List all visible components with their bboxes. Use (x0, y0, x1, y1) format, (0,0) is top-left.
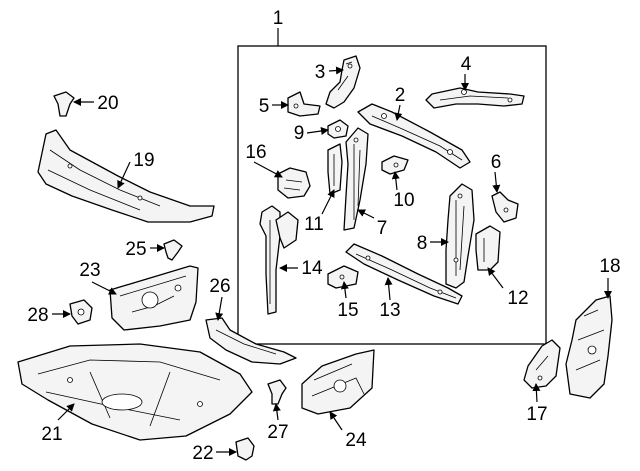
part-8-vertical-support[interactable] (445, 183, 475, 289)
callout-labels: 1 2 3 4 5 6 7 8 9 10 11 12 13 14 15 16 1… (27, 8, 620, 464)
callout-28: 28 (27, 305, 48, 326)
callout-8: 8 (417, 233, 428, 254)
callout-17: 17 (526, 404, 547, 425)
callout-24: 24 (345, 430, 367, 451)
callout-2: 2 (395, 85, 406, 106)
callout-23: 23 (79, 260, 100, 281)
part-22-clip[interactable] (235, 437, 255, 461)
callout-6: 6 (491, 152, 502, 173)
part-23-splash-shield[interactable] (109, 265, 199, 331)
callout-18: 18 (599, 256, 620, 277)
callout-25: 25 (125, 239, 146, 260)
part-10-clip[interactable] (381, 155, 409, 175)
part-5-bracket[interactable] (287, 91, 321, 117)
part-24-side-cover[interactable] (301, 349, 375, 415)
part-21-under-cover[interactable] (17, 343, 253, 441)
part-25-clip[interactable] (163, 239, 183, 261)
part-20-clip[interactable] (53, 91, 75, 117)
callout-3: 3 (315, 62, 326, 83)
callout-15: 15 (337, 300, 358, 321)
part-16-bracket[interactable] (277, 167, 311, 199)
callout-19: 19 (133, 150, 154, 171)
callout-21: 21 (41, 424, 62, 445)
part-18-fender-liner[interactable] (565, 295, 613, 399)
part-11-bracket[interactable] (327, 143, 343, 195)
part-27-clip[interactable] (267, 379, 287, 405)
part-6-bracket[interactable] (491, 191, 519, 223)
callout-1: 1 (273, 8, 284, 29)
callout-26: 26 (209, 276, 230, 297)
callout-13: 13 (379, 300, 400, 321)
callout-27: 27 (267, 422, 288, 443)
part-14-long-support[interactable] (259, 205, 299, 315)
assembly-frame (237, 45, 547, 345)
part-17-bracket[interactable] (523, 339, 561, 389)
callout-20: 20 (97, 93, 118, 114)
callout-11: 11 (304, 214, 324, 235)
callout-9: 9 (294, 123, 305, 144)
part-15-bracket[interactable] (327, 265, 359, 289)
part-4-support[interactable] (425, 87, 525, 109)
callout-4: 4 (461, 54, 472, 75)
callout-10: 10 (393, 190, 414, 211)
callout-7: 7 (377, 218, 388, 239)
part-28-fastener[interactable] (69, 299, 93, 325)
part-2-upper-tie-bar[interactable] (357, 103, 471, 169)
part-19-upper-cover[interactable] (37, 129, 215, 223)
callout-22: 22 (192, 443, 213, 464)
part-7-vertical-brace[interactable] (343, 127, 369, 231)
callout-5: 5 (259, 96, 270, 117)
callout-16: 16 (245, 142, 266, 163)
callout-14: 14 (301, 258, 323, 279)
part-13-lower-tie-bar[interactable] (345, 243, 463, 305)
part-3-bracket[interactable] (325, 55, 361, 109)
part-9-clip[interactable] (327, 119, 349, 139)
callout-12: 12 (507, 288, 528, 309)
leader-lines (52, 66, 612, 456)
part-26-lower-shield[interactable] (205, 317, 297, 365)
part-12-side-plate[interactable] (475, 225, 501, 271)
